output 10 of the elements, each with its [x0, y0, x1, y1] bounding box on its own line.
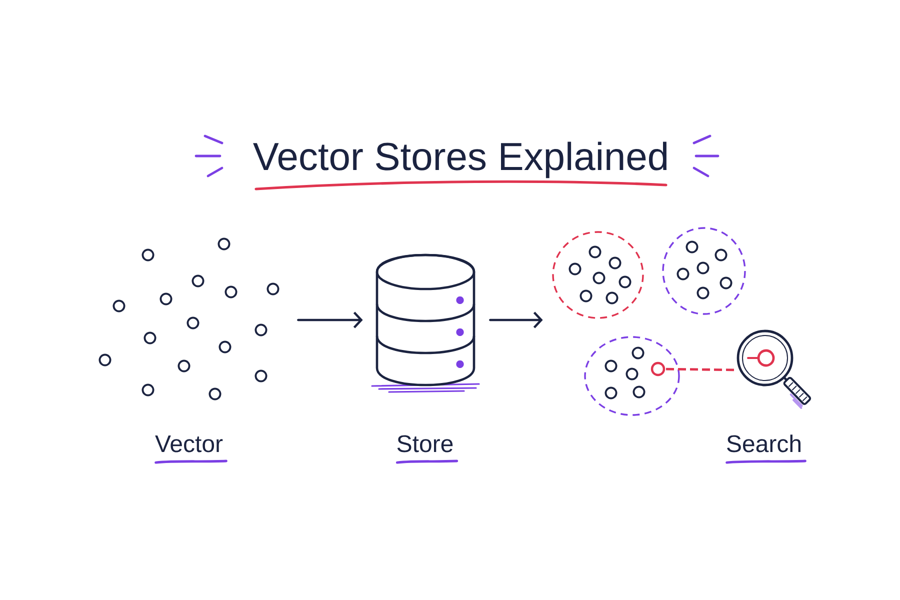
title: Vector Stores Explained: [253, 142, 667, 178]
dot-scatter: [98, 238, 280, 400]
dot-clusters: [552, 227, 746, 416]
arrow: [489, 312, 543, 328]
caption-label: Search: [727, 434, 800, 452]
connector-line: [666, 368, 736, 372]
caption-label: Vector: [155, 436, 223, 452]
caption-label: Store: [397, 435, 453, 452]
arrow: [297, 312, 363, 328]
magnifier-icon: [736, 330, 812, 409]
